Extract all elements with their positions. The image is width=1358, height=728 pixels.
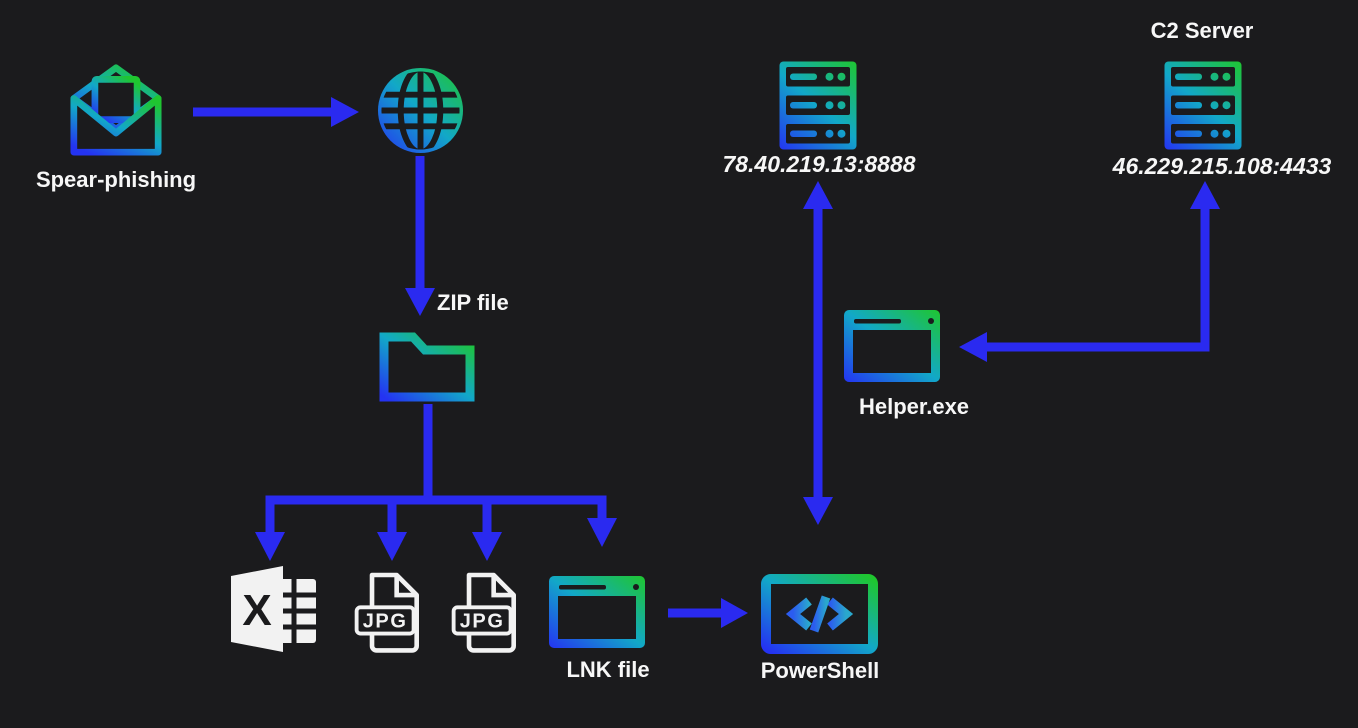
jpg-file-icon: JPG (354, 572, 419, 653)
code-window-icon (761, 574, 878, 654)
arrow-web-to-zipfile (405, 156, 435, 316)
code-brackets-glyph (785, 595, 854, 633)
server1-node (779, 61, 857, 150)
spear-phishing-node (68, 64, 164, 156)
folder-icon (379, 332, 475, 402)
c2-server-title: C2 Server (1150, 18, 1254, 43)
jpg-file-1-node: JPG (352, 571, 429, 656)
server-icon (779, 61, 857, 150)
jpg-glyph: JPG (460, 610, 505, 632)
lnk-file-label: LNK file (566, 657, 650, 682)
c2-server-node (1164, 61, 1242, 150)
helper-label: Helper.exe (858, 394, 970, 419)
zip-file-label: ZIP file (437, 290, 509, 315)
web-node (376, 66, 465, 155)
zip-file-node (379, 324, 475, 402)
globe-icon (377, 67, 464, 154)
spear-phishing-label: Spear-phishing (35, 167, 197, 192)
arrow-zipfile-contents-tree (255, 404, 617, 561)
arrow-powershell-to-server1-two-way (803, 181, 833, 525)
app-window-icon (549, 576, 645, 648)
arrow-helper-to-c2server-two-way (959, 181, 1220, 362)
excel-file-icon: X (231, 566, 316, 652)
lnk-file-node (548, 575, 646, 649)
arrow-lnkfile-to-powershell (668, 598, 748, 628)
server1-ip-label: 78.40.219.13:8888 (722, 151, 916, 177)
powershell-label: PowerShell (760, 658, 880, 683)
helper-node (843, 309, 941, 383)
excel-x-glyph: X (242, 586, 271, 635)
server-icon (1164, 61, 1242, 150)
c2-server-ip-label: 46.229.215.108:4433 (1112, 153, 1332, 179)
open-email-icon (70, 64, 162, 156)
arrow-spearphishing-to-web (193, 97, 359, 127)
powershell-node (761, 574, 878, 654)
jpg-file-2-node: JPG (449, 571, 526, 656)
app-window-icon (844, 310, 940, 382)
jpg-file-icon: JPG (451, 572, 516, 653)
jpg-glyph: JPG (363, 610, 408, 632)
excel-file-node: X (227, 563, 318, 655)
